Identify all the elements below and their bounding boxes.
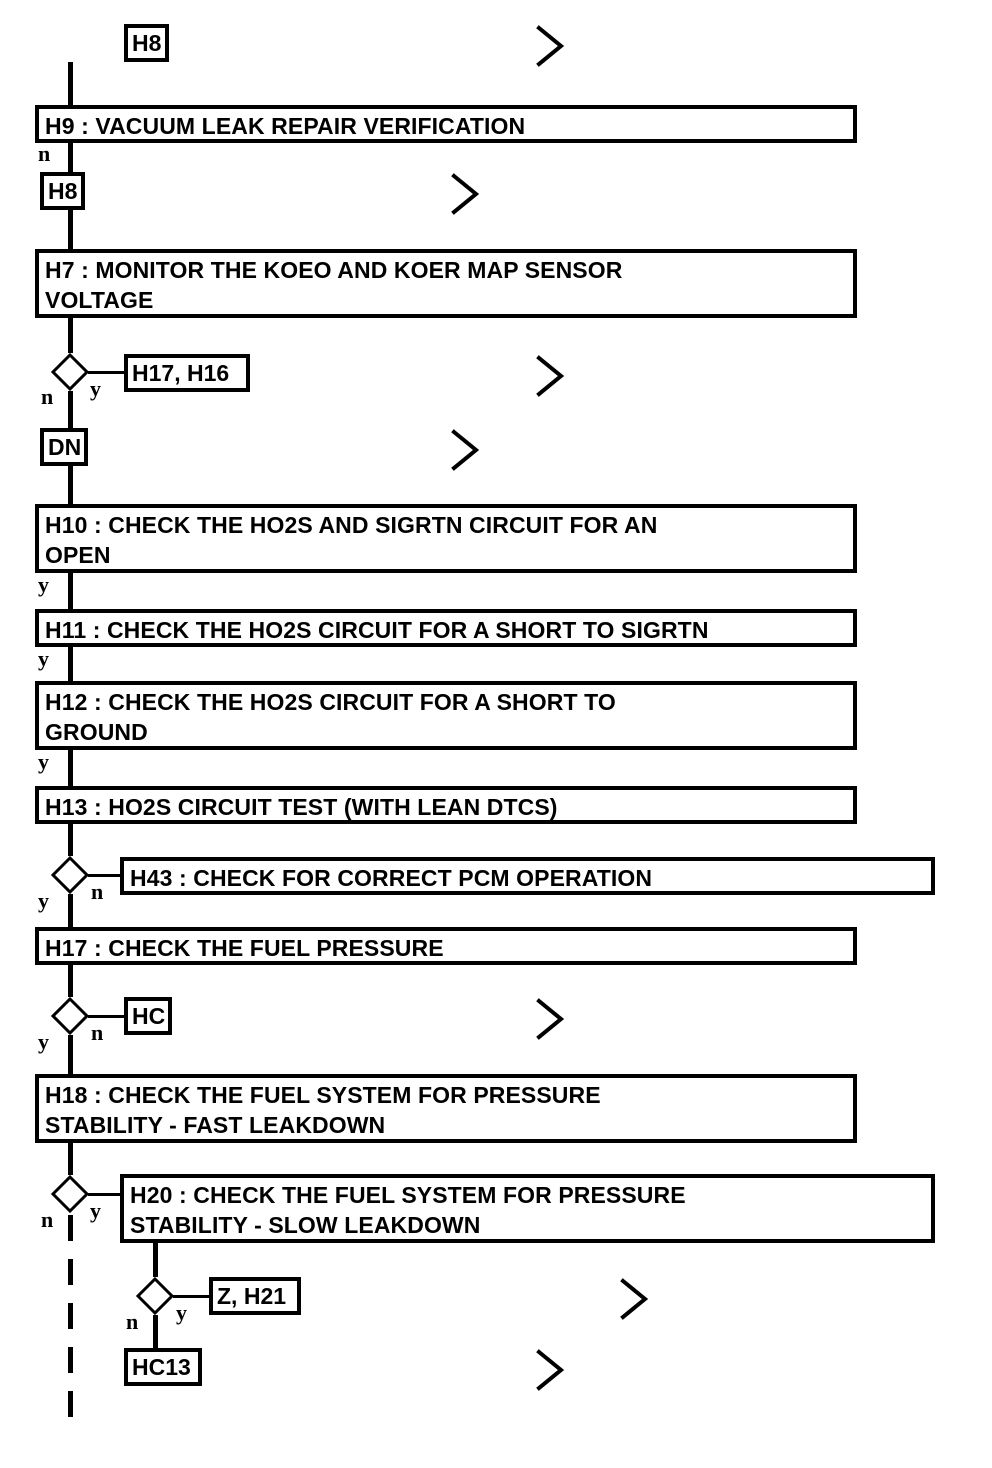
decision-diamond-d-H13[interactable] [51,856,89,894]
connector-line [88,1015,126,1018]
tag-box-H17H16[interactable]: H17, H16 [124,354,250,392]
tag-box-H8-top[interactable]: H8 [124,24,169,62]
step-box-H20[interactable]: H20 : CHECK THE FUEL SYSTEM FOR PRESSURE… [120,1174,935,1243]
connector-line [88,874,122,877]
step-box-H9[interactable]: H9 : VACUUM LEAK REPAIR VERIFICATION [35,105,857,143]
branch-label-y: y [90,1198,101,1223]
branch-label-n: n [41,1207,54,1232]
tag-box-H8-second[interactable]: H8 [40,172,85,210]
connector-line [68,1035,73,1076]
step-box-H17[interactable]: H17 : CHECK THE FUEL PRESSURE [35,927,857,965]
branch-label-n: n [91,1020,104,1045]
step-box-H10[interactable]: H10 : CHECK THE HO2S AND SIGRTN CIRCUIT … [35,504,857,573]
branch-label-n: n [38,141,51,166]
connector-line [68,464,73,506]
chevron-right-icon [536,24,566,69]
decision-diamond-d-H18[interactable] [51,1175,89,1213]
tag-box-ZH21[interactable]: Z, H21 [209,1277,301,1315]
step-box-H12[interactable]: H12 : CHECK THE HO2S CIRCUIT FOR A SHORT… [35,681,857,750]
branch-label-y: y [90,376,101,401]
chevron-right-icon [536,354,566,399]
branch-label-n: n [126,1309,139,1334]
step-box-H18[interactable]: H18 : CHECK THE FUEL SYSTEM FOR PRESSURE… [35,1074,857,1143]
connector-line [68,748,73,788]
step-box-H43[interactable]: H43 : CHECK FOR CORRECT PCM OPERATION [120,857,935,895]
connector-line [68,316,73,353]
connector-line [68,62,73,107]
step-box-H7[interactable]: H7 : MONITOR THE KOEO AND KOER MAP SENSO… [35,249,857,318]
branch-label-y: y [38,888,49,913]
chevron-right-icon [451,172,481,217]
branch-label-n: n [91,879,104,904]
connector-line [68,208,73,251]
branch-label-y: y [176,1300,187,1325]
tag-box-DN[interactable]: DN [40,428,88,466]
chevron-right-icon [536,997,566,1042]
connector-line [88,371,126,374]
decision-diamond-d-H17[interactable] [51,997,89,1035]
connector-line [68,963,73,997]
connector-line [153,1315,158,1350]
connector-line [173,1295,211,1298]
branch-label-y: y [38,646,49,671]
branch-label-y: y [38,749,49,774]
decision-diamond-d-H7[interactable] [51,353,89,391]
connector-line [68,894,73,929]
connector-line [68,645,73,683]
branch-label-n: n [41,384,54,409]
connector-line [68,1141,73,1175]
tag-box-HC[interactable]: HC [124,997,172,1035]
connector-line [68,571,73,611]
connector-line [88,1193,122,1196]
connector-line [68,822,73,856]
chevron-right-icon [451,428,481,473]
connector-line [68,141,73,174]
tag-box-HC13[interactable]: HC13 [124,1348,202,1386]
branch-label-y: y [38,572,49,597]
decision-diamond-d-H20[interactable] [136,1277,174,1315]
connector-line [153,1241,158,1277]
dashed-connector-line [68,1215,73,1427]
step-box-H13[interactable]: H13 : HO2S CIRCUIT TEST (WITH LEAN DTCS) [35,786,857,824]
chevron-right-icon [536,1348,566,1393]
chevron-right-icon [620,1277,650,1322]
connector-line [68,391,73,430]
branch-label-y: y [38,1029,49,1054]
step-box-H11[interactable]: H11 : CHECK THE HO2S CIRCUIT FOR A SHORT… [35,609,857,647]
